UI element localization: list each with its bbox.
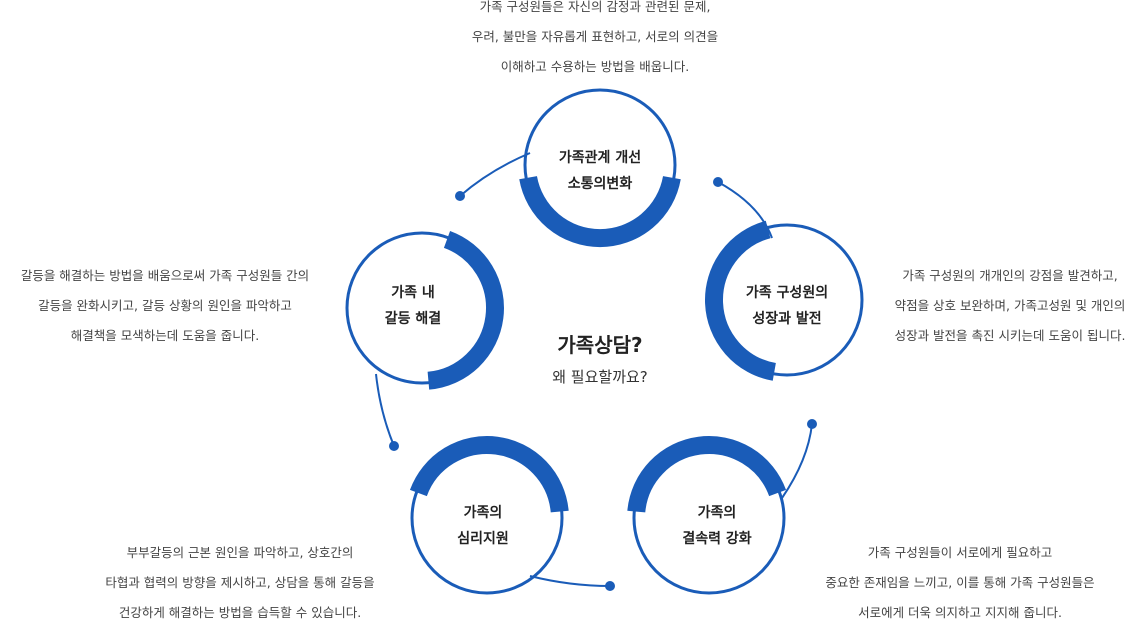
ring-bottom-left-thick-arc bbox=[409, 436, 569, 513]
description-bottom-right: 가족 구성원들이 서로에게 필요하고 중요한 존재임을 느끼고, 이를 통해 가… bbox=[800, 538, 1120, 628]
description-right: 가족 구성원의 개개인의 강점을 발견하고, 약점을 상호 보완하며, 가족고성… bbox=[870, 261, 1140, 351]
node-label-line: 소통의변화 bbox=[567, 176, 633, 192]
ring-right-thick-arc bbox=[705, 220, 777, 381]
node-label-right: 가족 구성원의 성장과 발전 bbox=[707, 280, 867, 332]
node-label-line: 가족 구성원의 bbox=[745, 285, 829, 301]
connector-left-dot bbox=[389, 441, 399, 451]
description-line: 가족 구성원들이 서로에게 필요하고 bbox=[867, 545, 1053, 560]
center-title: 가족상담? bbox=[557, 333, 643, 357]
node-label-line: 결속력 강화 bbox=[682, 531, 752, 547]
node-label-line: 가족관계 개선 bbox=[558, 150, 642, 166]
connector-bottom-left bbox=[529, 575, 611, 587]
description-line: 약점을 상호 보완하며, 가족고성원 및 개인의 bbox=[894, 298, 1126, 313]
description-line: 건강하게 해결하는 방법을 습득할 수 있습니다. bbox=[118, 605, 362, 620]
connector-top-left bbox=[459, 152, 531, 197]
node-label-line: 심리지원 bbox=[457, 531, 509, 547]
description-line: 갈등을 해결하는 방법을 배움으로써 가족 구성원들 간의 bbox=[20, 268, 310, 283]
node-label-line: 갈등 해결 bbox=[384, 311, 442, 327]
ring-bottom-right-thick-arc bbox=[627, 436, 787, 513]
connector-right-bottom bbox=[781, 423, 813, 499]
node-label-line: 가족의 bbox=[697, 505, 737, 521]
description-line: 중요한 존재임을 느끼고, 이를 통해 가족 구성원들은 bbox=[825, 575, 1095, 590]
node-label-bottom-left: 가족의 심리지원 bbox=[403, 500, 563, 552]
description-line: 갈등을 완화시키고, 갈등 상황의 원인을 파악하고 bbox=[38, 298, 292, 313]
connector-left bbox=[375, 373, 395, 447]
connector-right-bottom-dot bbox=[807, 419, 817, 429]
description-line: 가족 구성원의 개개인의 강점을 발견하고, bbox=[902, 268, 1118, 283]
node-label-line: 가족의 bbox=[463, 505, 503, 521]
node-label-line: 가족 내 bbox=[391, 285, 435, 301]
description-left: 갈등을 해결하는 방법을 배움으로써 가족 구성원들 간의 갈등을 완화시키고,… bbox=[0, 261, 340, 351]
connector-bottom-left-dot bbox=[605, 581, 615, 591]
connector-lines bbox=[375, 152, 817, 591]
node-rings bbox=[345, 88, 864, 595]
description-line: 타협과 협력의 방향을 제시하고, 상담을 통해 갈등을 bbox=[105, 575, 375, 590]
center-heading: 가족상담? 왜 필요할까요? bbox=[500, 330, 700, 390]
description-top: 가족 구성원들은 자신의 감정과 관련된 문제, 우려, 불만을 자유롭게 표현… bbox=[420, 0, 770, 82]
description-bottom-left: 부부갈등의 근본 원인을 파악하고, 상호간의 타협과 협력의 방향을 제시하고… bbox=[75, 538, 405, 628]
connector-top-right bbox=[717, 181, 773, 239]
node-label-line: 성장과 발전 bbox=[752, 311, 822, 327]
description-line: 해결책을 모색하는데 도움을 줍니다. bbox=[70, 328, 260, 343]
ring-left-thick-arc bbox=[427, 230, 504, 390]
node-label-top: 가족관계 개선 소통의변화 bbox=[520, 145, 680, 197]
node-label-bottom-right: 가족의 결속력 강화 bbox=[637, 500, 797, 552]
center-subtitle: 왜 필요할까요? bbox=[552, 368, 648, 386]
description-line: 성장과 발전을 촉진 시키는데 도움이 됩니다. bbox=[894, 328, 1126, 343]
description-line: 서로에게 더욱 의지하고 지지해 줍니다. bbox=[858, 605, 1062, 620]
description-line: 가족 구성원들은 자신의 감정과 관련된 문제, bbox=[479, 0, 711, 14]
description-line: 부부갈등의 근본 원인을 파악하고, 상호간의 bbox=[126, 545, 354, 560]
description-line: 이해하고 수용하는 방법을 배웁니다. bbox=[500, 59, 690, 74]
ring-top-thick-arc bbox=[519, 175, 681, 247]
node-label-left: 가족 내 갈등 해결 bbox=[333, 280, 493, 332]
connector-top-right-dot bbox=[713, 177, 723, 187]
description-line: 우려, 불만을 자유롭게 표현하고, 서로의 의견을 bbox=[471, 29, 719, 44]
connector-top-left-dot bbox=[455, 191, 465, 201]
